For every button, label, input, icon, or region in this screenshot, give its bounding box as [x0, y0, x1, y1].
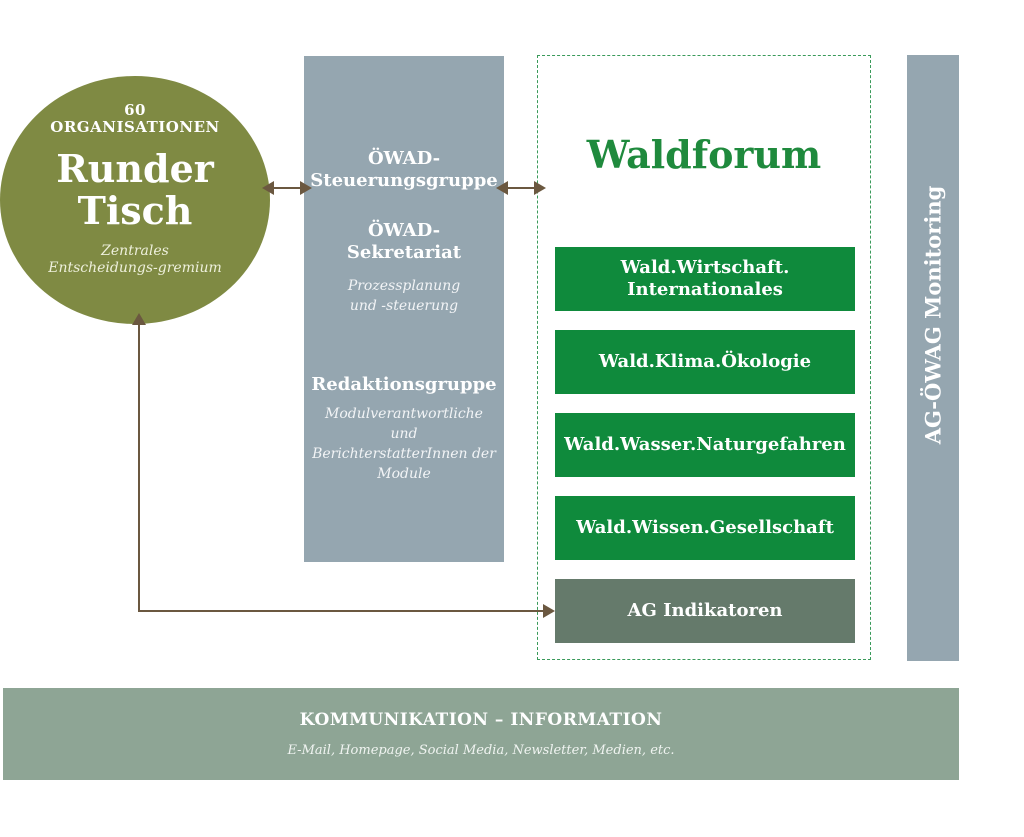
monitoring-bar: AG-ÖWAG Monitoring [907, 55, 959, 661]
steuerung-line-2: Steuerungsgruppe [310, 170, 498, 191]
kommunikation-subtitle: E-Mail, Homepage, Social Media, Newslett… [287, 743, 675, 758]
count-number: 60 [124, 101, 146, 119]
steuerung-line-1: ÖWAD- [367, 148, 441, 169]
sekretariat-heading: ÖWAD- Sekretariat [304, 220, 504, 264]
runder-tisch-title: Runder Tisch [0, 148, 270, 232]
redaktionsgruppe-description: Modulverantwortliche und Berichterstatte… [312, 406, 496, 482]
organisation-count: 60 ORGANISATIONEN [0, 102, 270, 136]
module-wissen: Wald.Wissen.Gesellschaft [555, 496, 855, 560]
redaktionsgruppe-heading: Redaktionsgruppe [311, 374, 497, 395]
runder-tisch-subtitle: Zentrales Entscheidungs-gremium [48, 243, 222, 276]
monitoring-label: AG-ÖWAG Monitoring [920, 185, 946, 445]
sekretariat-description: Prozessplanung und -steuerung [347, 278, 461, 314]
kommunikation-bar: KOMMUNIKATION – INFORMATION E-Mail, Home… [3, 688, 959, 780]
module-klima: Wald.Klima.Ökologie [555, 330, 855, 394]
kommunikation-title: KOMMUNIKATION – INFORMATION [299, 710, 663, 730]
sekretariat-line-2: Sekretariat [346, 242, 462, 263]
oewad-column: ÖWAD- Steuerungsgruppe ÖWAD- Sekretariat… [304, 56, 504, 562]
waldforum-title: Waldforum [586, 132, 822, 177]
module-wirtschaft: Wald.Wirtschaft. Internationales [555, 247, 855, 311]
runder-tisch-circle: 60 ORGANISATIONEN Runder Tisch Zentrales… [0, 76, 270, 324]
title-line-2: Tisch [77, 188, 193, 233]
count-label: ORGANISATIONEN [50, 118, 220, 136]
sekretariat-line-1: ÖWAD- [367, 220, 441, 241]
module-ag-indikatoren: AG Indikatoren [555, 579, 855, 643]
title-line-1: Runder [56, 146, 214, 191]
steuerungsgruppe-heading: ÖWAD- Steuerungsgruppe [304, 148, 504, 192]
module-wasser: Wald.Wasser.Naturgefahren [555, 413, 855, 477]
